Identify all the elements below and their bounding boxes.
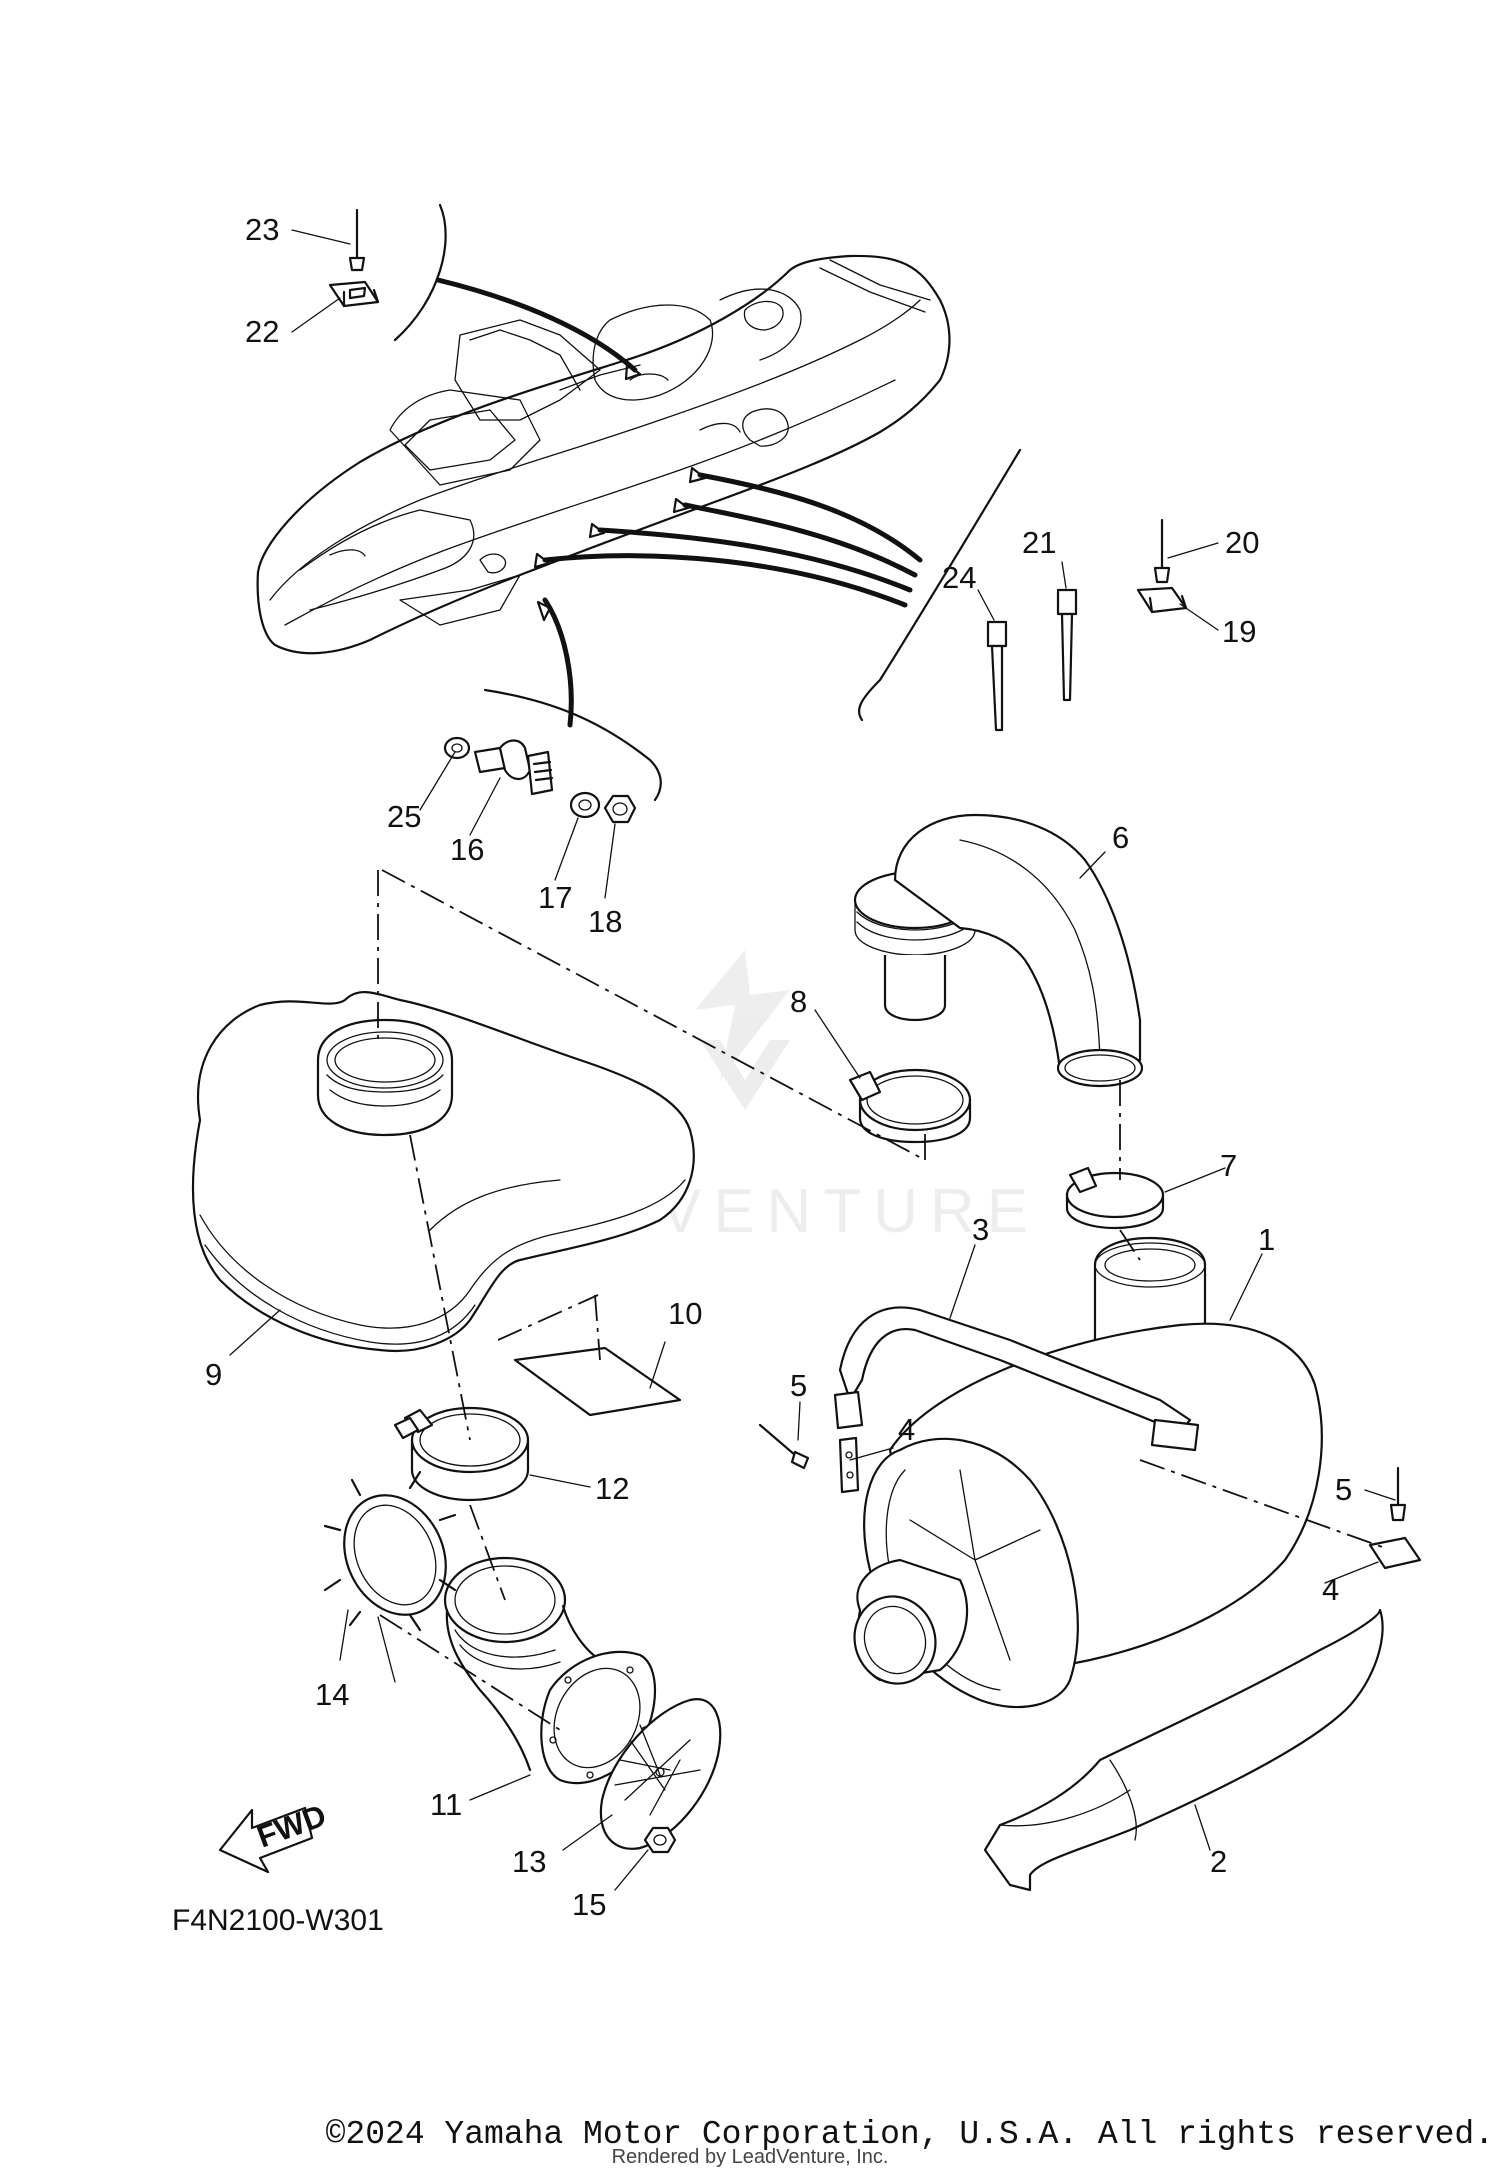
callout-23: 23 [245,212,279,247]
callout-20: 20 [1225,525,1259,560]
assembly-lines [377,869,1386,1731]
bolt-5-right [1389,1466,1407,1522]
valve-16 [473,739,554,796]
rivet-23 [348,208,366,272]
clip-25 [443,736,471,760]
watercraft-outline [256,254,951,655]
rendered-by-notice: Rendered by LeadVenture, Inc. [611,2146,889,2168]
bracket-valve [483,688,662,802]
figure-code: F4N2100-W301 [172,1904,384,1937]
plug-19 [1136,586,1188,614]
callout-9: 9 [205,1357,222,1392]
callout-18: 18 [588,904,622,939]
washer-17 [569,791,601,819]
bolt-5-left [758,1423,810,1470]
rivet-20 [1153,518,1171,584]
callout-19: 19 [1222,614,1256,649]
nut-18 [603,794,637,824]
callout-13: 13 [512,1844,546,1879]
cover-2 [983,1608,1384,1892]
plate-13 [599,1698,722,1850]
bracket-4-left [838,1436,860,1494]
plug-22 [328,280,380,308]
cable-tie-21 [1056,588,1078,702]
callout-5b: 5 [1335,1472,1352,1507]
callout-10: 10 [668,1296,702,1331]
water-lock-9 [191,991,695,1352]
bracket-4-right [1368,1536,1422,1570]
craft-leaders [435,277,923,728]
muffler-1 [853,1236,1323,1709]
fwd-arrow: FWD [218,1798,331,1874]
strap-3 [833,1306,1200,1452]
callout-24: 24 [942,560,976,595]
cable-tie-24 [986,620,1008,732]
callout-8: 8 [790,984,807,1019]
callout-14: 14 [315,1677,349,1712]
callout-25: 25 [387,799,421,834]
clamp-8 [848,1068,972,1144]
callout-3: 3 [972,1212,989,1247]
callout-15: 15 [572,1887,606,1922]
callout-11: 11 [430,1787,462,1822]
callout-21: 21 [1022,525,1056,560]
gasket-10 [513,1346,682,1417]
hose-12 [393,1406,530,1502]
hose-6 [853,813,1144,1088]
callout-5a: 5 [790,1368,807,1403]
callout-4a: 4 [898,1412,915,1447]
bracket-top-left [393,203,447,342]
ring-14 [323,1470,457,1632]
callout-17: 17 [538,880,572,915]
bracket-right [857,448,1022,722]
callout-4b: 4 [1322,1572,1339,1607]
callout-labels: 1 2 3 4 4 5 5 6 7 8 9 10 11 12 13 14 15 … [205,212,1352,1922]
callout-7: 7 [1220,1148,1237,1183]
nut-15 [643,1826,677,1854]
callout-1: 1 [1258,1222,1275,1257]
callout-leaders [229,229,1396,1891]
callout-2: 2 [1210,1844,1227,1879]
callout-22: 22 [245,314,279,349]
callout-16: 16 [450,832,484,867]
callout-6: 6 [1112,820,1129,855]
copyright-notice: ©2024 Yamaha Motor Corporation, U.S.A. A… [325,2116,1494,2153]
clamp-7 [1065,1166,1165,1230]
callout-12: 12 [595,1471,629,1506]
